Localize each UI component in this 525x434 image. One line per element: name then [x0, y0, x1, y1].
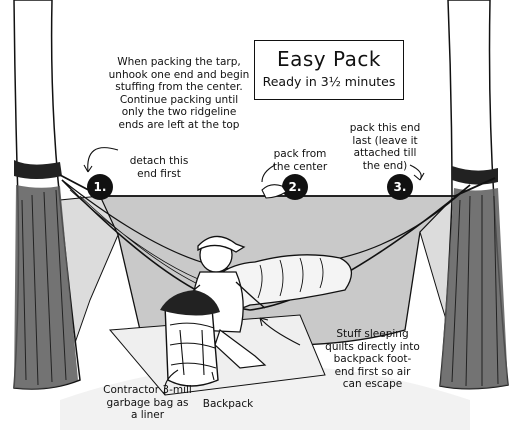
- step-markers: 1. 2. 3.: [87, 174, 413, 200]
- backpack: [160, 290, 220, 387]
- backpack-note: Backpack: [202, 398, 254, 410]
- step-2-marker: [282, 174, 308, 200]
- detach-note: detach this end first: [129, 155, 189, 180]
- stuff-quilts-note: Stuff sleeping quilts directly into back…: [325, 328, 420, 390]
- hammock-edge: [61, 179, 471, 311]
- leader-arrows: [83, 147, 425, 396]
- person: [181, 235, 267, 369]
- title: Easy Pack: [276, 47, 381, 71]
- title-box: Easy Pack Ready in 3½ minutes: [254, 40, 404, 100]
- right-tree: [439, 0, 509, 390]
- subtitle: Ready in 3½ minutes: [262, 74, 396, 89]
- hand: [261, 184, 287, 199]
- garbage-bag-note: Contractor 3-mill garbage bag as a liner: [103, 384, 192, 421]
- step-3-label: 3.: [394, 180, 407, 194]
- step-1-marker: [87, 174, 113, 200]
- intro-note: When packing the tarp, unhook one end an…: [108, 56, 250, 131]
- pack-last-note: pack this end last (leave it attached ti…: [349, 122, 421, 172]
- step-1-label: 1.: [94, 180, 107, 194]
- step-2-label: 2.: [289, 180, 302, 194]
- left-tree: [13, 0, 81, 390]
- pack-center-note: pack from the center: [272, 148, 328, 173]
- step-3-marker: [387, 174, 413, 200]
